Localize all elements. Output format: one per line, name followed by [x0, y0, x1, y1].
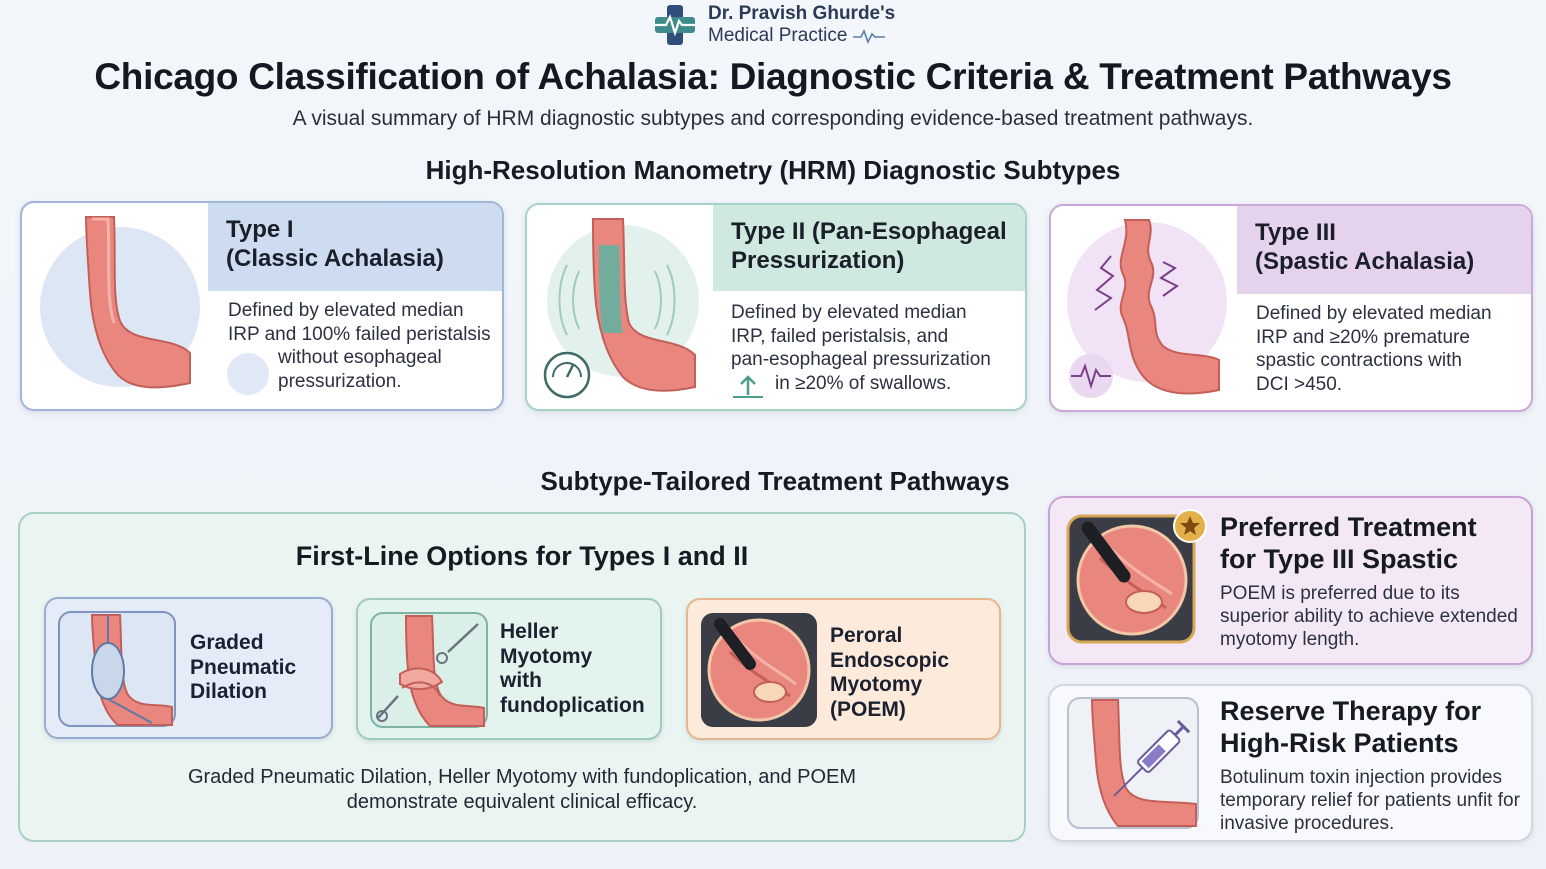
type-3-title: Type III (Spastic Achalasia) [1237, 206, 1531, 294]
heartbeat-icon [852, 28, 885, 45]
botulinum-injection-illustration [1067, 697, 1199, 829]
option-heller-myotomy-label: Heller Myotomy with fundoplication [500, 620, 645, 717]
option-pneumatic-dilation-label: Graded Pneumatic Dilation [190, 631, 297, 704]
practice-logo: Dr. Pravish Ghurde's Medical Practice [652, 2, 912, 48]
pressurized-esophagus-illustration [543, 218, 699, 399]
empty-pressure-icon [227, 353, 269, 395]
arrow-up-icon [733, 375, 763, 398]
poem-endoscopic-illustration [1066, 514, 1196, 644]
medical-cross-icon [655, 5, 695, 45]
classic-esophagus-illustration [40, 216, 200, 389]
type-1-card: Type I (Classic Achalasia) Defined by el… [20, 201, 504, 411]
type-1-description: Defined by elevated median IRP and 100% … [228, 300, 491, 392]
preferred-treatment-description: POEM is preferred due to its superior ab… [1220, 583, 1518, 651]
balloon-dilation-illustration [58, 611, 176, 727]
star-badge-icon [1173, 509, 1207, 543]
option-pneumatic-dilation: Graded Pneumatic Dilation [44, 597, 333, 739]
reserve-therapy-description: Botulinum toxin injection provides tempo… [1220, 767, 1520, 835]
heller-myotomy-illustration [370, 612, 488, 728]
logo-line-1: Dr. Pravish Ghurde's [708, 3, 896, 25]
type-3-card: Type III (Spastic Achalasia) Defined by … [1049, 204, 1533, 412]
first-line-footnote: Graded Pneumatic Dilation, Heller Myotom… [187, 766, 857, 813]
reserve-therapy-card: Reserve Therapy for High-Risk Patients B… [1048, 684, 1533, 842]
type-2-description: Defined by elevated median IRP, failed p… [731, 302, 991, 394]
type-2-card: Type II (Pan-Esophageal Pressurization) … [525, 203, 1027, 411]
poem-endoscopic-illustration [701, 613, 817, 727]
option-poem: Peroral Endoscopic Myotomy (POEM) [686, 598, 1001, 740]
type-3-description: Defined by elevated median IRP and ≥20% … [1256, 303, 1492, 395]
first-line-heading: First-Line Options for Types I and II [295, 541, 749, 571]
page-subtitle: A visual summary of HRM diagnostic subty… [292, 107, 1254, 130]
logo-line-2: Medical Practice [708, 25, 895, 47]
page-title: Chicago Classification of Achalasia: Dia… [94, 56, 1452, 97]
diagnostic-section-heading: High-Resolution Manometry (HRM) Diagnost… [425, 155, 1121, 185]
treatment-section-heading: Subtype-Tailored Treatment Pathways [540, 466, 1010, 496]
type-1-title: Type I (Classic Achalasia) [208, 203, 502, 291]
preferred-treatment-title: Preferred Treatment for Type III Spastic [1220, 512, 1477, 574]
type-2-title: Type II (Pan-Esophageal Pressurization) [713, 205, 1025, 291]
reserve-therapy-title: Reserve Therapy for High-Risk Patients [1220, 696, 1482, 758]
option-poem-label: Peroral Endoscopic Myotomy (POEM) [830, 624, 950, 721]
preferred-treatment-card: Preferred Treatment for Type III Spastic… [1048, 496, 1533, 665]
spastic-esophagus-illustration [1067, 219, 1227, 398]
option-heller-myotomy: Heller Myotomy with fundoplication [356, 598, 662, 740]
